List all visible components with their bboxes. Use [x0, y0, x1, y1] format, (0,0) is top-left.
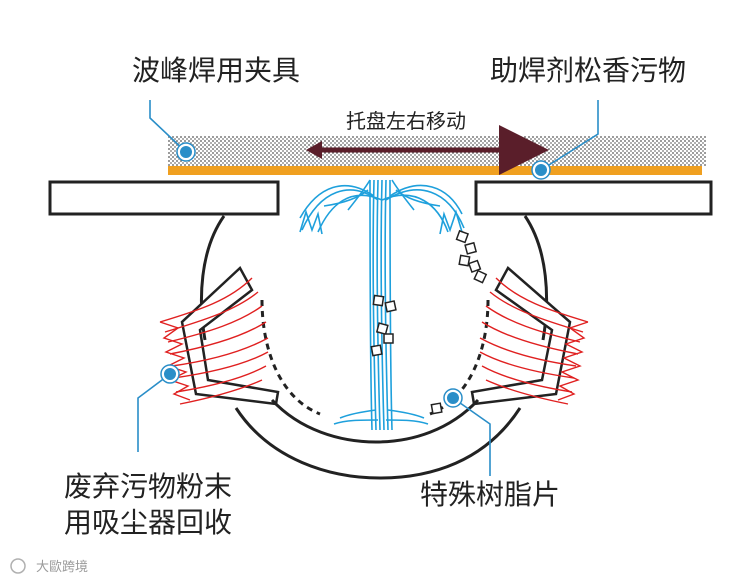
exhaust-lines-right	[479, 277, 589, 405]
tray-motion-arrow-left-head	[306, 141, 322, 159]
right-exhaust-housing	[470, 266, 572, 406]
left-exhaust-housing	[180, 265, 280, 406]
label-waste-line1: 废弃污物粉末	[64, 470, 232, 503]
right-machine-plate	[474, 180, 713, 216]
airflow-fan-right	[439, 209, 463, 235]
left-machine-plate	[48, 180, 280, 216]
callout-leaders	[137, 100, 599, 476]
callout-markers	[160, 142, 551, 408]
watermark-logo-icon	[10, 558, 26, 574]
watermark-text: 大歐跨境	[36, 560, 88, 575]
airflow-lines	[299, 179, 465, 431]
label-resin: 特殊树脂片	[420, 478, 560, 511]
fixture-bar	[168, 166, 702, 175]
resin-sheet-dashed	[260, 299, 490, 416]
airflow-fan-left	[299, 209, 323, 235]
debris-particles	[370, 229, 488, 415]
inner-bowl	[270, 398, 480, 444]
label-waste-line2: 用吸尘器回收	[64, 506, 232, 539]
exhaust-lines-left	[159, 277, 269, 405]
label-fixture: 波峰焊用夹具	[132, 54, 300, 87]
label-rosin: 助焊剂松香污物	[490, 54, 686, 87]
label-tray-motion: 托盘左右移动	[346, 109, 466, 133]
chamber-bottom	[234, 407, 522, 480]
watermark: 大歐跨境	[10, 558, 88, 575]
